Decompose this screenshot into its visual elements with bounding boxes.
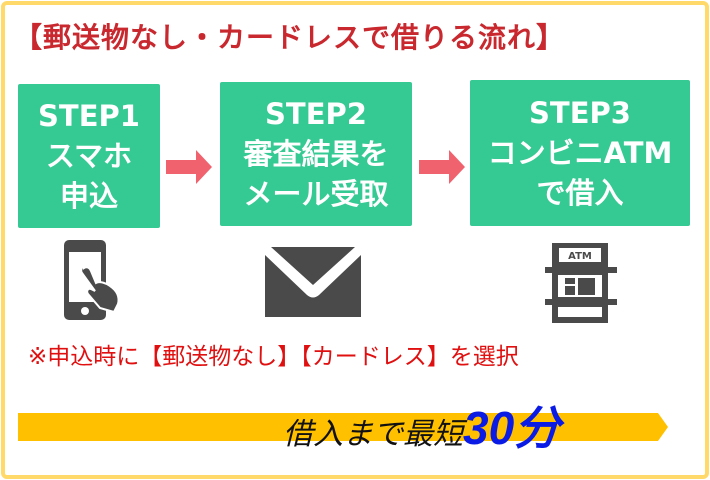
step-label: STEP1 [38,99,140,133]
step-text: メール受取 [243,177,389,211]
step-3-box: STEP3 コンビニATM で借入 [470,80,690,226]
selection-note: ※申込時に【郵送物なし】【カードレス】を選択 [28,344,519,370]
arrow-right-icon [166,150,212,184]
step-text: スマホ [45,139,133,173]
smartphone-tap-icon [64,240,120,320]
step-text: で借入 [536,176,624,210]
step-text: コンビニATM [487,136,673,170]
page-title: 【郵送物なし・カードレスで借りる流れ】 [14,21,566,54]
step-text: 申込 [59,179,118,213]
atm-label: ATM [568,251,592,262]
step-label: STEP2 [265,97,367,131]
step-1-box: STEP1 スマホ 申込 [18,84,160,228]
caption-prefix: 借入まで最短 [283,417,463,452]
arrow-right-icon [419,150,465,184]
step-2-box: STEP2 審査結果を メール受取 [220,82,412,226]
highlight-band [18,413,668,441]
atm-icon: ATM [545,243,617,323]
caption-highlight: 30分 [463,402,561,454]
step-text: 審査結果を [243,137,389,171]
envelope-icon [265,247,361,317]
step-label: STEP3 [529,96,631,130]
fastest-time-caption: 借入まで最短30分 [283,392,560,458]
